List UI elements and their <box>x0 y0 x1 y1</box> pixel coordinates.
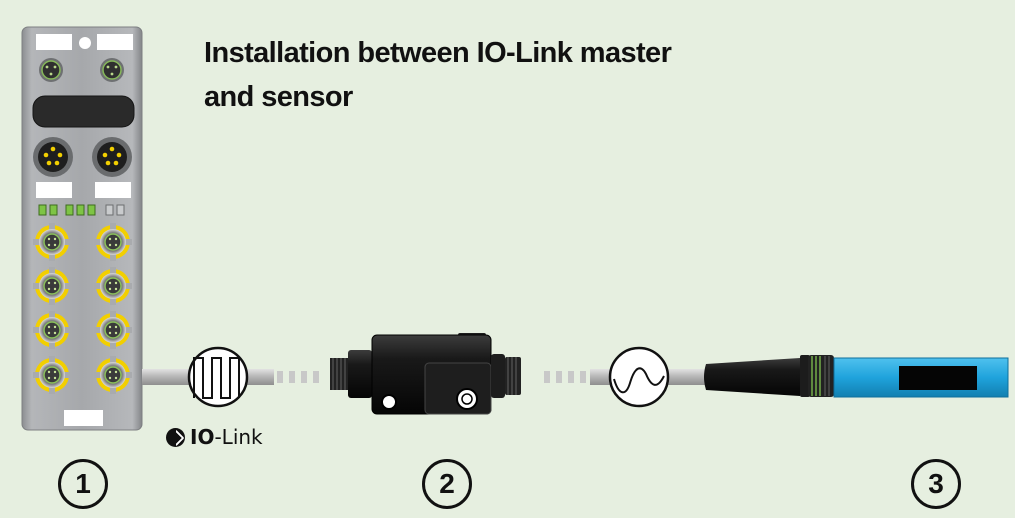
io-port-icon <box>33 267 71 305</box>
power-port-icon <box>92 137 132 177</box>
callout-1: 1 <box>58 459 108 509</box>
analog-sensor <box>704 355 1009 398</box>
page-title: Installation between IO-Link master and … <box>204 31 672 119</box>
mounting-hole-icon <box>79 37 91 49</box>
signal-converter-adapter <box>330 333 521 415</box>
display-window <box>32 95 135 128</box>
io-link-label: IO-Link <box>166 425 263 449</box>
io-port-icon <box>33 311 71 349</box>
io-port-grid <box>33 223 132 394</box>
callout-2: 2 <box>422 459 472 509</box>
label-plate <box>64 410 103 426</box>
io-link-label-bold: IO <box>190 425 215 449</box>
label-plate <box>97 34 133 50</box>
sensor-display <box>899 366 977 390</box>
callout-3: 3 <box>911 459 961 509</box>
title-line-2: and sensor <box>204 81 353 113</box>
io-port-icon <box>94 311 132 349</box>
power-port-icon <box>33 137 73 177</box>
io-link-logo-icon <box>166 427 185 447</box>
small-port-icon <box>39 58 63 82</box>
io-link-label-rest: -Link <box>214 425 263 449</box>
label-plate <box>36 34 72 50</box>
io-port-icon <box>33 356 71 394</box>
status-led-row <box>38 204 125 216</box>
io-port-icon <box>33 223 71 261</box>
label-plate <box>36 182 72 198</box>
title-line-1: Installation between IO-Link master <box>204 37 672 69</box>
io-link-master <box>21 26 143 431</box>
io-port-icon <box>94 356 132 394</box>
io-port-icon <box>94 223 132 261</box>
cable-digital <box>142 369 319 385</box>
square-wave-icon <box>187 346 249 408</box>
small-port-icon <box>100 58 124 82</box>
sine-wave-icon <box>608 346 670 408</box>
io-port-icon <box>94 267 132 305</box>
label-plate <box>95 182 131 198</box>
